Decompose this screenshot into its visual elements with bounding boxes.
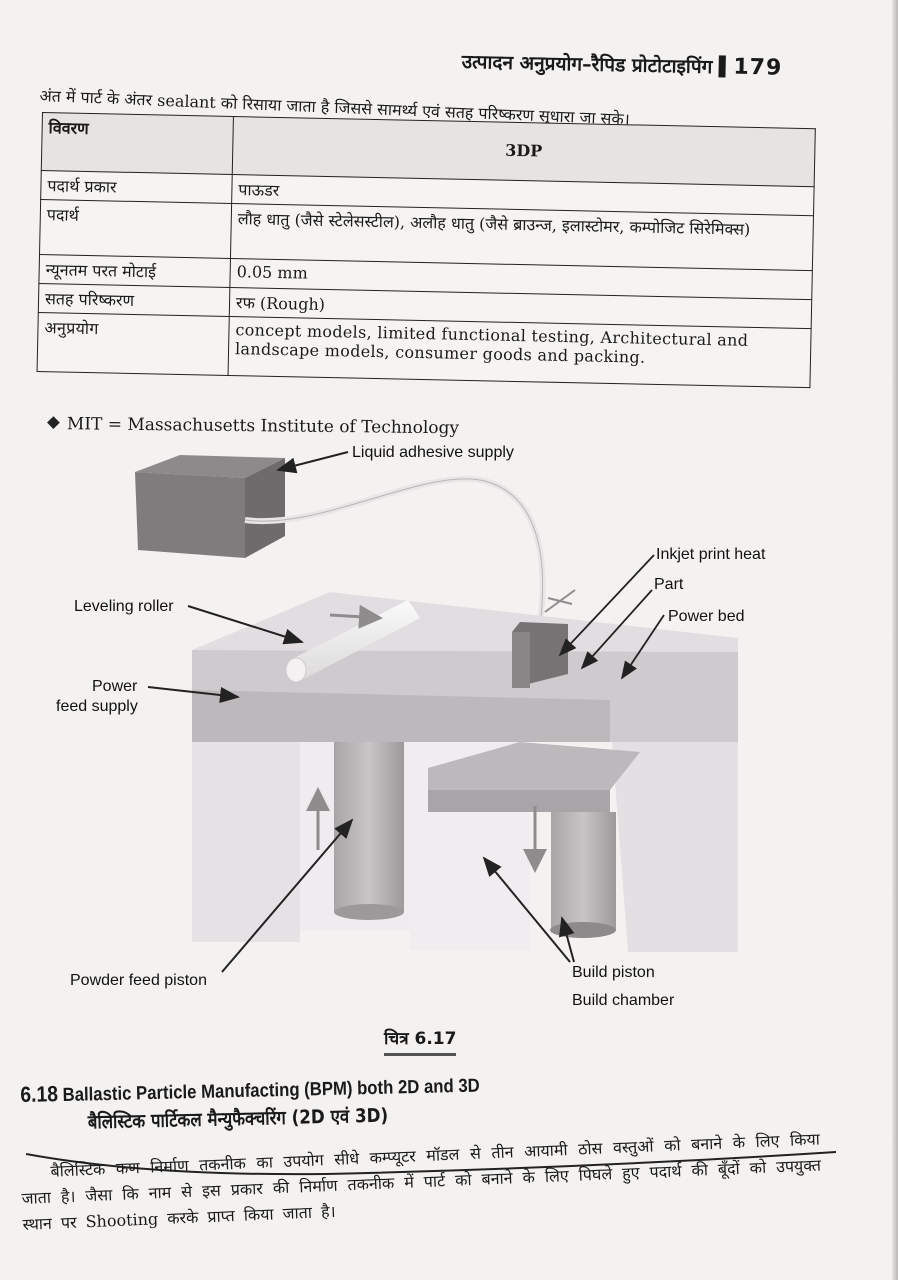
row-label: न्यूनतम परत मोटाई [38, 254, 231, 288]
section-number: 6.18 [20, 1081, 59, 1107]
leveling-roller [285, 600, 420, 683]
row-value: concept models, limited functional testi… [228, 316, 812, 388]
label-part: Part [654, 576, 684, 593]
label-powder-feed-supply-line1: Power [92, 678, 138, 695]
running-header: उत्पादन अनुप्रयोग–रैपिड प्रोटोटाइपिंग 179 [461, 48, 782, 81]
label-inkjet-print-head: Inkjet print heat [656, 546, 766, 563]
row-label: सतह परिष्करण [38, 283, 230, 317]
inkjet-print-head [512, 589, 576, 688]
label-build-piston: Build piston [572, 964, 655, 981]
header-separator [718, 55, 726, 78]
label-powder-bed: Power bed [668, 608, 745, 625]
liquid-adhesive-box [135, 455, 285, 558]
diamond-bullet-icon [47, 416, 60, 429]
section-body: बैलिस्टिक कण निर्माण तकनीक का उपयोग सीधे… [21, 1129, 822, 1234]
spec-table: विवरण 3DP पदार्थ प्रकार पाऊडर पदार्थ लौह… [36, 112, 816, 389]
label-leveling-roller: Leveling roller [74, 598, 174, 615]
row-label: अनुप्रयोग [37, 312, 230, 376]
page-edge [892, 0, 898, 1280]
section-heading: 6.18 Ballastic Particle Manufacting (BPM… [20, 1072, 481, 1136]
heading-rule [26, 1151, 836, 1176]
label-build-chamber: Build chamber [572, 992, 675, 1009]
running-title: उत्पादन अनुप्रयोग–रैपिड प्रोटोटाइपिंग [461, 50, 713, 79]
figure-caption: चित्र 6.17 [384, 1026, 457, 1056]
row-label: पदार्थ प्रकार [40, 170, 233, 204]
label-powder-feed-piston: Powder feed piston [70, 972, 207, 989]
3dp-machine-illustration [135, 451, 738, 973]
3dp-diagram: Liquid adhesive supply Inkjet print heat… [0, 430, 898, 1030]
page-number: 179 [733, 54, 783, 81]
label-liquid-adhesive-supply: Liquid adhesive supply [352, 444, 514, 461]
table-header-description: विवरण [41, 112, 234, 175]
row-label: पदार्थ [39, 199, 232, 259]
label-powder-feed-supply-line2: feed supply [56, 698, 138, 715]
